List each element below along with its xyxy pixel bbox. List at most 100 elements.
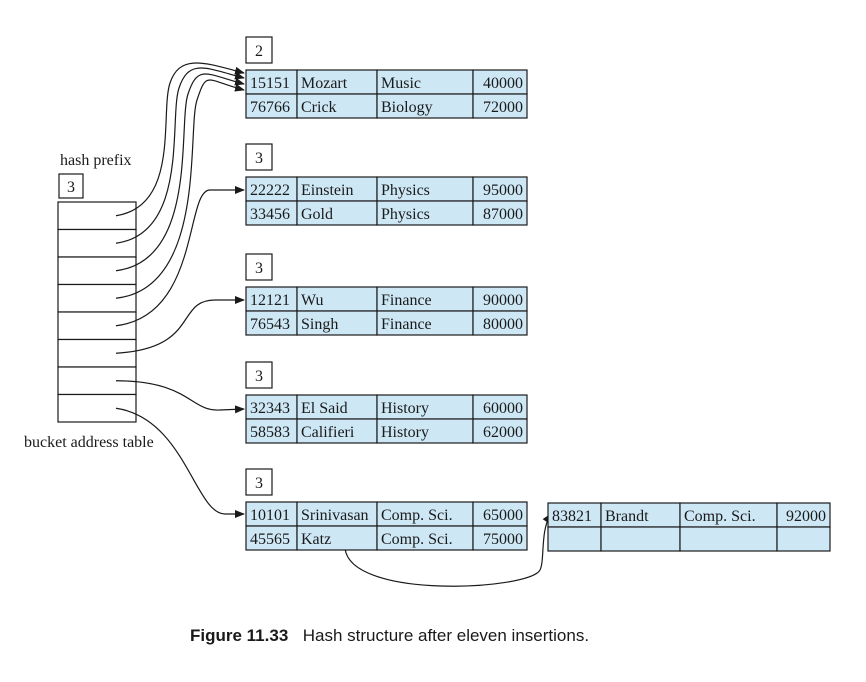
local-depth-box (245, 253, 273, 281)
bucket-cell-text: 40000 (483, 75, 523, 92)
bucket-cell-text: 65000 (483, 507, 523, 524)
global-depth-value: 3 (67, 179, 75, 196)
local-depth-value: 3 (255, 260, 263, 277)
bucket-cell-text: 60000 (483, 400, 523, 417)
bucket-cell-text: Finance (381, 292, 432, 309)
bucket-cell-text: Srinivasan (301, 507, 369, 524)
overflow-cell (679, 502, 778, 528)
bucket-cell-text: Mozart (301, 75, 348, 92)
bucket-cell-text: Califieri (301, 424, 355, 441)
directory-entry (57, 201, 137, 231)
bucket-cell (245, 286, 298, 312)
pointer-arrow (115, 62, 245, 217)
bucket-cell-text: Singh (301, 316, 338, 333)
overflow-cell-text: 92000 (786, 508, 826, 525)
bucket-cell-text: 62000 (483, 424, 523, 441)
overflow-cell (600, 526, 681, 552)
overflow-cell-text: Brandt (605, 508, 649, 525)
bucket-cell-text: 80000 (483, 316, 523, 333)
local-depth-value: 3 (255, 475, 263, 492)
bucket-address-table-label: bucket address table (24, 434, 154, 451)
bucket-cell (472, 394, 528, 420)
bucket-cell-text: 10101 (250, 507, 290, 524)
bucket-cell-text: History (381, 424, 429, 441)
local-depth-box (245, 36, 273, 64)
bucket-cell-text: Finance (381, 316, 432, 333)
pointer-arrow (115, 296, 245, 354)
bucket-cell (472, 286, 528, 312)
bucket-cell-text: 12121 (250, 292, 290, 309)
bucket-address-table: hash prefix 3 bucket address table (24, 152, 154, 451)
directory-entry (57, 283, 137, 313)
bucket-cell (472, 525, 528, 551)
overflow-record (547, 526, 831, 552)
bucket-cell-text: 87000 (483, 206, 523, 223)
directory-entry (57, 311, 137, 341)
bucket-cell-text: 76766 (250, 99, 290, 116)
directory-pointers (115, 62, 552, 587)
bucket-cell (472, 200, 528, 226)
overflow-cell (776, 526, 831, 552)
bucket-cell-text: Music (381, 75, 421, 92)
pointer-arrow (115, 67, 245, 244)
bucket-cell-text: Crick (301, 99, 337, 116)
bucket-cell-text: 58583 (250, 424, 290, 441)
bucket-cell (376, 93, 474, 119)
overflow-pointer-arrow (344, 513, 552, 587)
local-depth-box (245, 143, 273, 171)
bucket-record: 33456 Gold Physics 87000 (245, 200, 528, 226)
overflow-cell-text: 83821 (552, 508, 592, 525)
bucket-cell (296, 418, 378, 444)
hash-prefix-label: hash prefix (60, 152, 132, 169)
bucket-cell-text: 76543 (250, 316, 290, 333)
bucket-record: 76543 Singh Finance 80000 (245, 310, 528, 336)
directory-entry (57, 393, 137, 423)
bucket-cell (376, 394, 474, 420)
bucket-cell-text: 33456 (250, 206, 290, 223)
pointer-arrow (115, 186, 245, 327)
bucket-cell-text: 22222 (250, 182, 290, 199)
directory-entries (57, 201, 137, 423)
bucket-cell (376, 525, 474, 551)
bucket-cell-text: Wu (301, 292, 323, 309)
bucket-cell-text: Einstein (301, 182, 353, 199)
local-depth-value: 3 (255, 150, 263, 167)
bucket-cell-text: Physics (381, 206, 430, 223)
local-depth-box (245, 361, 273, 389)
directory-entry (57, 228, 137, 258)
bucket-cell (472, 69, 528, 95)
bucket-cell-text: Gold (301, 206, 333, 223)
bucket-record: 58583 Califieri History 62000 (245, 418, 528, 444)
bucket-cell (472, 310, 528, 336)
local-depth-box (245, 468, 273, 496)
directory-entry (57, 338, 137, 368)
bucket-cell-text: History (381, 400, 429, 417)
bucket-cell (296, 200, 378, 226)
bucket-cell (296, 525, 378, 551)
bucket-cell-text: Katz (301, 531, 331, 548)
figure-number: Figure 11.33 (190, 626, 288, 645)
pointer-arrow (115, 380, 245, 414)
bucket-cell-text: Physics (381, 182, 430, 199)
bucket-cell (472, 176, 528, 202)
pointer-arrow (115, 79, 245, 299)
overflow-cell (776, 502, 831, 528)
overflow-cell (547, 526, 602, 552)
bucket-cell-text: Comp. Sci. (381, 531, 453, 548)
figure-caption: Figure 11.33 Hash structure after eleven… (190, 626, 589, 645)
bucket-cell (296, 394, 378, 420)
bucket-cell (296, 310, 378, 336)
bucket-cell-text: 72000 (483, 99, 523, 116)
